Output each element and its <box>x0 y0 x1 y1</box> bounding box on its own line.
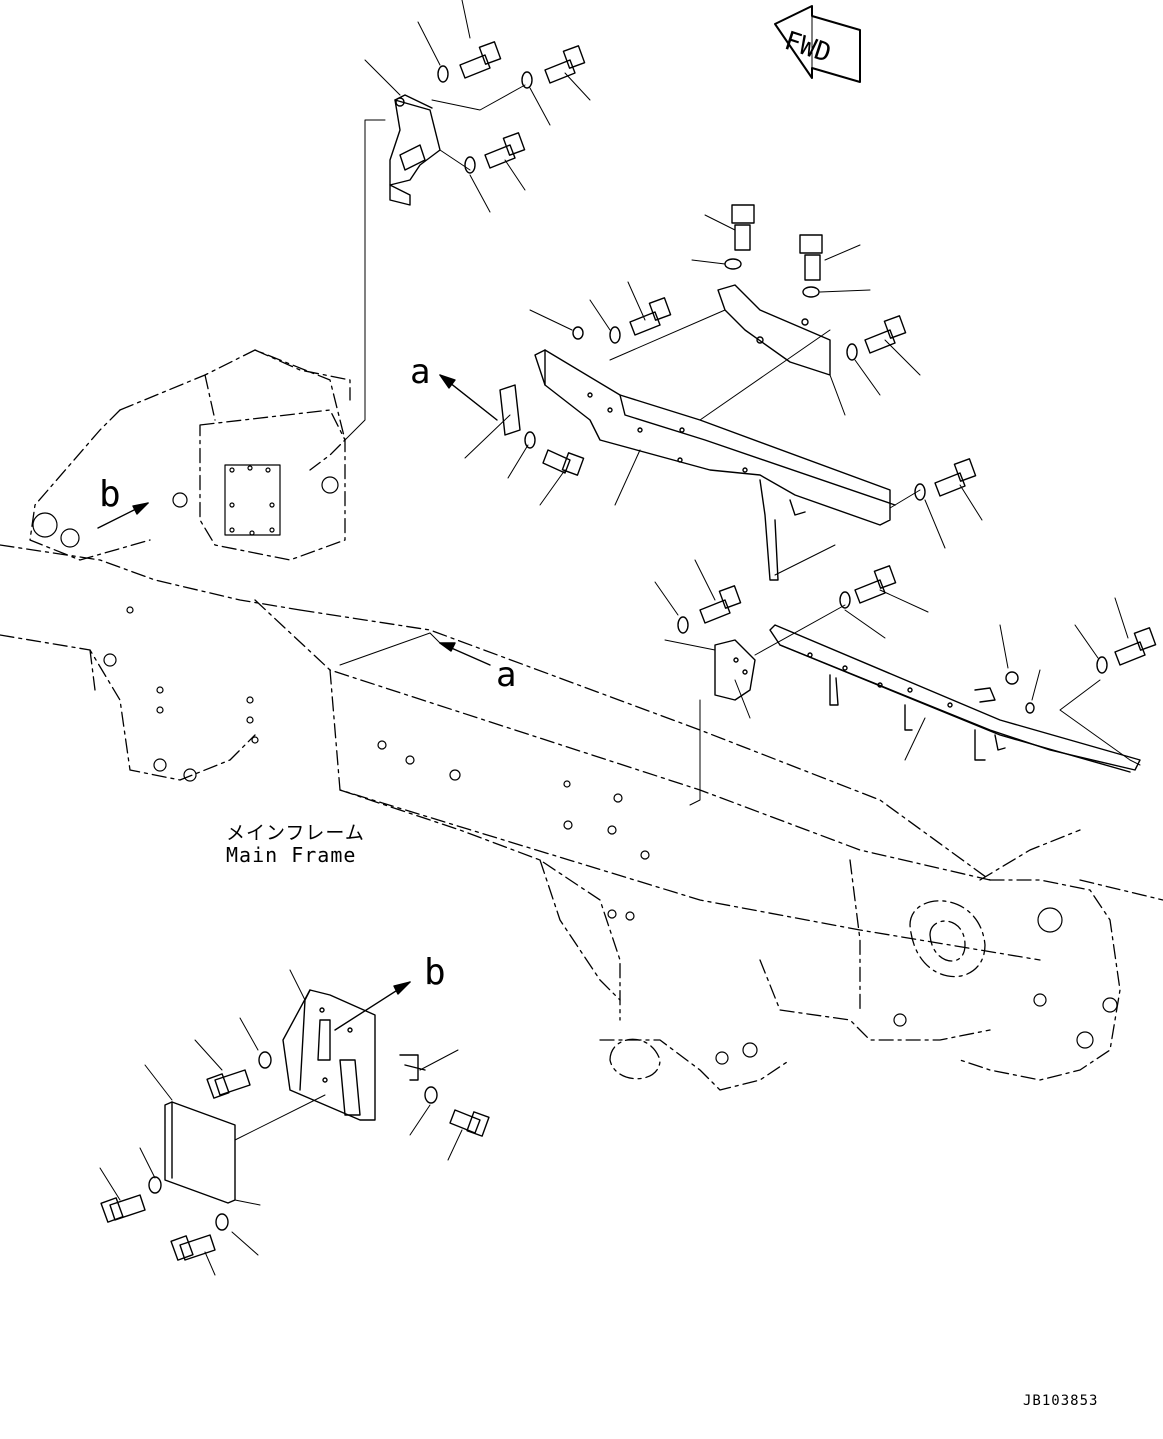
washer-icon <box>148 1051 438 1231</box>
view-label-b-detail: b <box>424 952 446 993</box>
view-label-a-frame: a <box>496 655 517 695</box>
upper-rail-assembly <box>499 284 921 581</box>
view-arrow-b-frame <box>97 502 149 529</box>
main-frame-label-jp: メインフレーム <box>226 822 365 844</box>
leader-lines <box>99 969 463 1276</box>
bolt-icon <box>699 565 1157 666</box>
leader-lines <box>364 0 591 213</box>
upper-bracket-assembly <box>344 84 526 441</box>
bolt-icon <box>100 1069 490 1261</box>
cover-assembly <box>164 981 426 1206</box>
fwd-arrow-icon <box>774 5 861 83</box>
main-frame <box>0 349 1163 1091</box>
washer-icon <box>437 65 533 174</box>
drawing-code: JB103853 <box>1023 1393 1099 1409</box>
washer-icon <box>677 591 1108 714</box>
leader-lines <box>654 559 1129 761</box>
main-frame-label-en: Main Frame <box>226 843 357 867</box>
bolt-icon <box>542 204 977 497</box>
view-label-b-frame: b <box>99 474 121 515</box>
bolt-icon <box>459 41 586 169</box>
frame-details <box>32 464 1118 1065</box>
lower-rail-assembly <box>664 604 1141 806</box>
leader-lines <box>439 214 983 549</box>
view-arrow-a-top <box>439 374 498 421</box>
view-label-a-top: a <box>410 352 431 392</box>
washer-icon <box>524 258 926 501</box>
view-arrow-a-frame <box>339 632 491 666</box>
